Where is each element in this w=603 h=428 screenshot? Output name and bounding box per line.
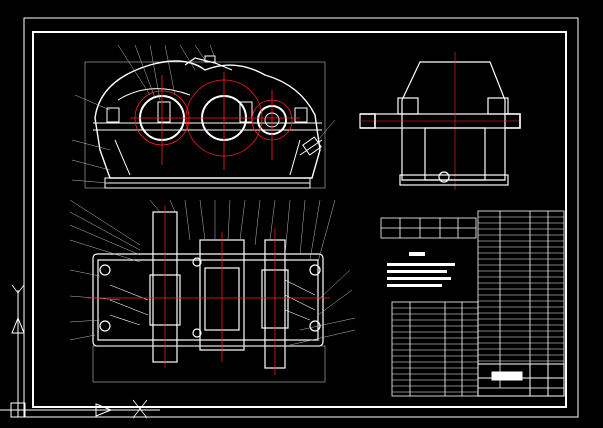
front-view xyxy=(71,44,336,189)
sheet-border xyxy=(23,17,579,418)
parts-list-table xyxy=(477,210,565,389)
ucs-icon xyxy=(10,284,148,419)
front-view-centerlines xyxy=(130,72,300,170)
side-view xyxy=(359,52,521,190)
top-section-view xyxy=(69,199,356,383)
technical-requirements-block xyxy=(387,252,455,287)
parts-list-table-2 xyxy=(391,301,479,397)
top-section-centerlines xyxy=(88,205,330,375)
parts-list-rows xyxy=(478,216,564,362)
parts-list-rows-2 xyxy=(392,307,478,393)
technical-characteristics-table xyxy=(380,217,477,239)
title-block xyxy=(477,363,565,397)
